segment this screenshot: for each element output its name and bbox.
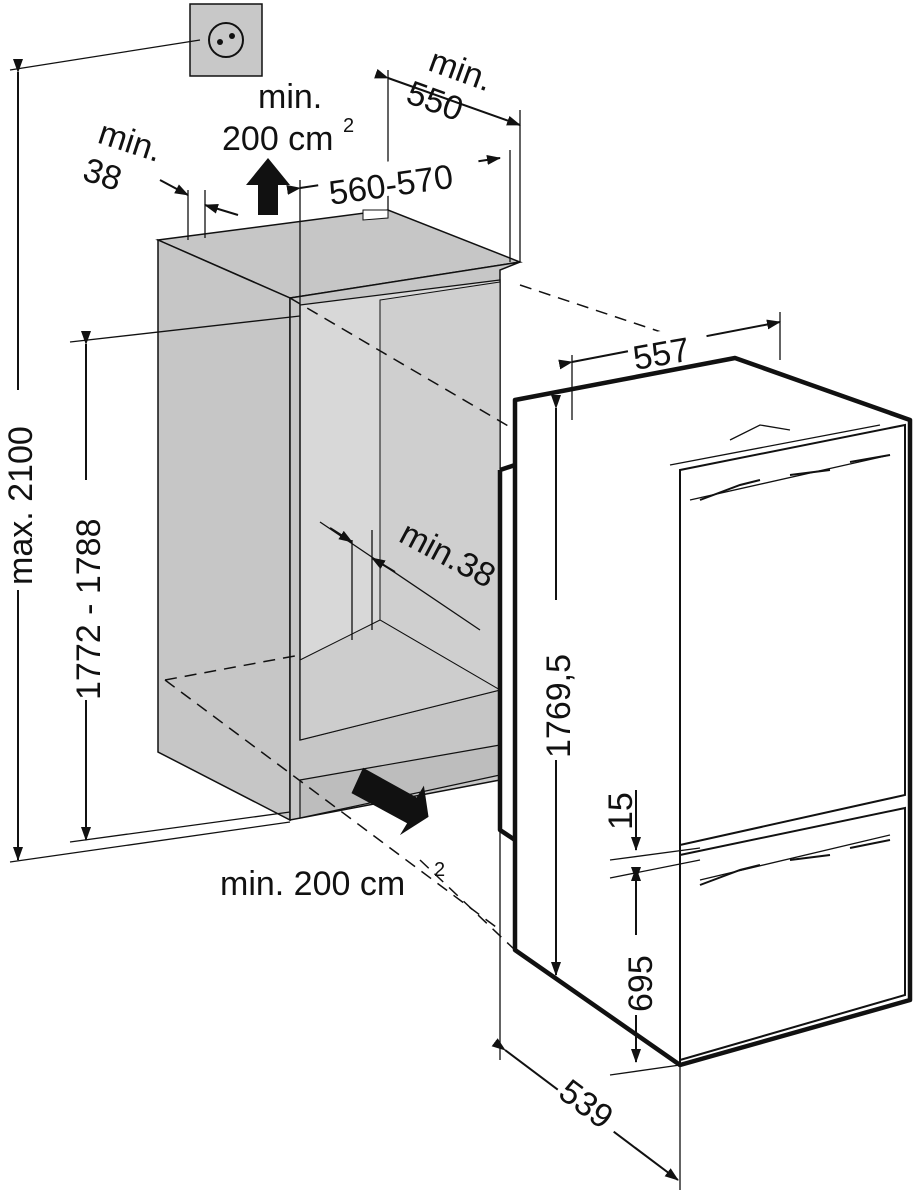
niche-height-label: 1772 - 1788 — [70, 519, 108, 701]
max-height-label: max. 2100 — [2, 426, 40, 585]
niche-cabinet — [155, 209, 523, 822]
fridge-appliance — [497, 355, 913, 1068]
airflow-arrow-icon — [246, 158, 429, 836]
lower-door-height-label: 695 — [622, 955, 660, 1012]
appliance-height-label: 1769,5 — [540, 654, 578, 758]
niche-width-label: 560-570 — [327, 158, 456, 213]
top-vent-area-label: 200 cm — [222, 120, 334, 158]
power-socket-icon — [189, 3, 263, 77]
bottom-vent-label: min. 200 cm — [220, 865, 405, 903]
top-vent-min-label: min. — [258, 78, 322, 116]
top-vent-sup-label: 2 — [343, 115, 354, 137]
door-gap-label: 15 — [602, 792, 640, 830]
bottom-vent-sup-label: 2 — [434, 859, 445, 881]
